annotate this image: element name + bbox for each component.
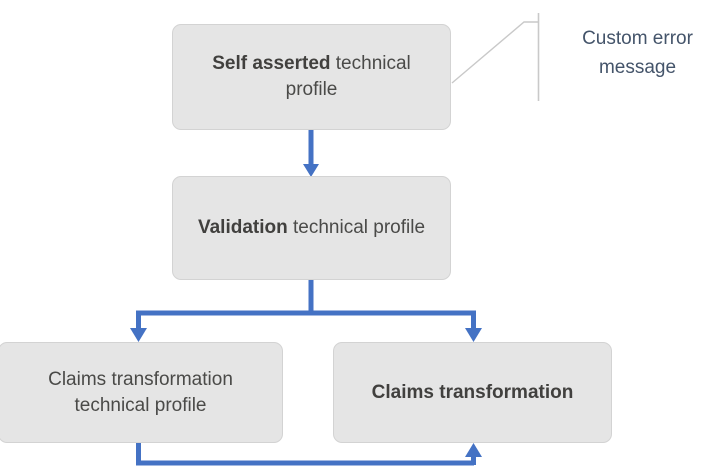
node-label-regular: Claims transformation technical profile <box>48 368 233 416</box>
callout-diagonal-line <box>451 21 538 84</box>
callout-text-line-2: message <box>598 57 677 78</box>
node-claims-transformation-technical-profile[interactable]: Claims transformation technical profile <box>0 342 283 443</box>
connector-bottom-loop <box>136 443 482 466</box>
node-label-bold: Validation <box>197 217 288 238</box>
node-label-regular: technical profile <box>285 53 411 100</box>
connector-self-asserted-to-validation <box>303 130 319 177</box>
node-label-bold: Claims transformation <box>371 381 574 403</box>
node-claims-transformation[interactable]: Claims transformation <box>333 342 612 443</box>
node-self-asserted-technical-profile[interactable]: Self asserted technical profile <box>172 24 451 130</box>
node-label: Self asserted technical profile <box>185 51 438 103</box>
callout-annotation-text: Custom error message <box>548 24 727 82</box>
node-label-regular: technical profile <box>287 217 426 238</box>
connector-validation-split <box>130 280 482 342</box>
callout-text-line-1: Custom error <box>582 28 693 49</box>
node-label: Validation technical profile <box>185 215 438 241</box>
node-validation-technical-profile[interactable]: Validation technical profile <box>172 176 451 280</box>
node-label-bold: Self asserted <box>212 53 331 74</box>
node-label: Claims transformation technical profile <box>11 367 270 419</box>
node-label: Claims transformation <box>346 380 599 406</box>
